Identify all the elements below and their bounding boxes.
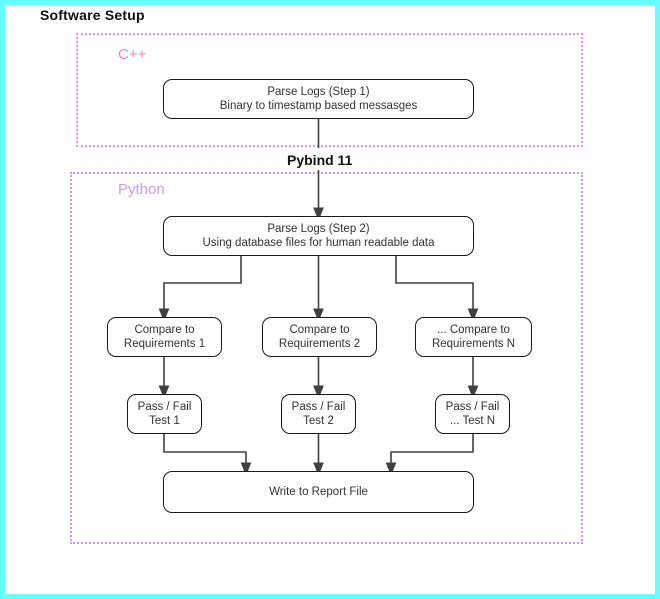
node-compare-requirements-n-line1: ... Compare to	[437, 323, 510, 336]
node-pass-fail-test-2-line2: Test 2	[303, 415, 334, 427]
node-parse-logs-step1-line2: Binary to timestamp based messasges	[219, 100, 418, 112]
node-pass-fail-test-2[interactable]: Pass / Fail Test 2	[281, 394, 356, 434]
node-compare-requirements-2[interactable]: Compare to Requirements 2	[262, 317, 377, 357]
node-parse-logs-step1-line1: Parse Logs (Step 1)	[267, 85, 370, 98]
group-container-python	[70, 172, 583, 544]
node-compare-requirements-2-line2: Requirements 2	[278, 338, 361, 350]
edge-label-pybind11: Pybind 11	[283, 152, 357, 168]
node-compare-requirements-n[interactable]: ... Compare to Requirements N	[415, 317, 532, 357]
node-parse-logs-step1[interactable]: Parse Logs (Step 1) Binary to timestamp …	[163, 79, 474, 119]
node-pass-fail-test-1-line1: Pass / Fail	[137, 400, 192, 413]
node-parse-logs-step2-line2: Using database files for human readable …	[202, 237, 435, 249]
node-pass-fail-test-1-line2: Test 1	[149, 415, 180, 427]
node-parse-logs-step2-line1: Parse Logs (Step 2)	[267, 222, 370, 235]
node-pass-fail-test-n-line1: Pass / Fail	[445, 400, 500, 413]
node-write-to-report-file[interactable]: Write to Report File	[163, 471, 474, 513]
group-label-cpp: C++	[118, 46, 147, 63]
node-write-to-report-file-label: Write to Report File	[269, 485, 368, 498]
group-container-cpp	[76, 33, 583, 147]
node-compare-requirements-n-line2: Requirements N	[431, 338, 516, 350]
group-label-python: Python	[118, 181, 165, 198]
node-pass-fail-test-n-line2: ... Test N	[449, 415, 496, 427]
page-title: Software Setup	[40, 7, 145, 23]
node-compare-requirements-1-line1: Compare to	[134, 323, 195, 336]
node-pass-fail-test-1[interactable]: Pass / Fail Test 1	[127, 394, 202, 434]
node-compare-requirements-1-line2: Requirements 1	[123, 338, 206, 350]
node-pass-fail-test-2-line1: Pass / Fail	[291, 400, 346, 413]
node-compare-requirements-2-line1: Compare to	[289, 323, 350, 336]
node-parse-logs-step2[interactable]: Parse Logs (Step 2) Using database files…	[163, 216, 474, 256]
node-compare-requirements-1[interactable]: Compare to Requirements 1	[107, 317, 222, 357]
node-pass-fail-test-n[interactable]: Pass / Fail ... Test N	[435, 394, 510, 434]
